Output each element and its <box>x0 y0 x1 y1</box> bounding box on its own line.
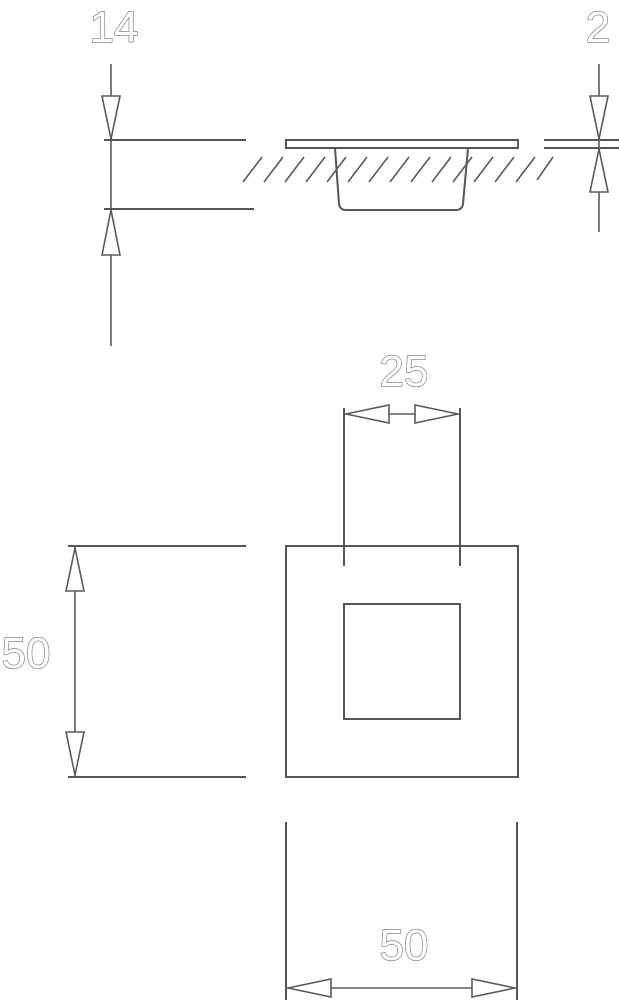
front-view: 25 50 50 <box>1 346 519 1000</box>
dim-label-inner-width: 25 <box>380 347 429 396</box>
inner-square <box>343 603 461 720</box>
arrowhead-left <box>345 404 390 424</box>
recess-profile <box>334 147 469 211</box>
arrowhead-right <box>471 978 516 998</box>
plate-profile <box>285 139 519 149</box>
dim-label-outer-width: 50 <box>380 921 429 970</box>
dim-label-side-depth: 14 <box>90 3 139 52</box>
dim-label-outer-height: 50 <box>2 629 51 678</box>
arrowhead-down <box>101 95 121 140</box>
arrowhead-up <box>65 547 85 592</box>
arrowhead-left <box>287 978 332 998</box>
arrowhead-right <box>414 404 459 424</box>
dim-label-plate-thickness: 2 <box>586 3 610 52</box>
arrowhead-up <box>101 209 121 256</box>
arrowhead-down <box>589 95 609 140</box>
arrowhead-down <box>65 731 85 776</box>
outer-square <box>285 545 519 778</box>
wall-hatching <box>242 156 554 183</box>
side-view: 14 2 <box>89 2 619 346</box>
arrowhead-up <box>589 148 609 193</box>
